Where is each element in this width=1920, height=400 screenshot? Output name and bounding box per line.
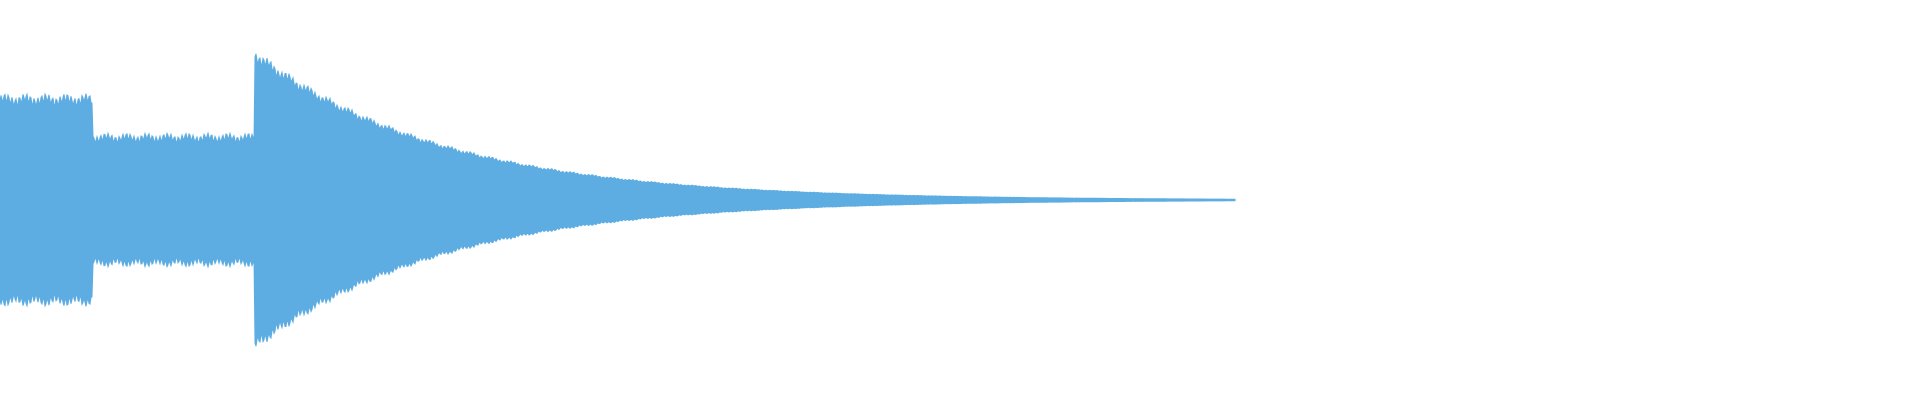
waveform-shape (0, 53, 1236, 347)
